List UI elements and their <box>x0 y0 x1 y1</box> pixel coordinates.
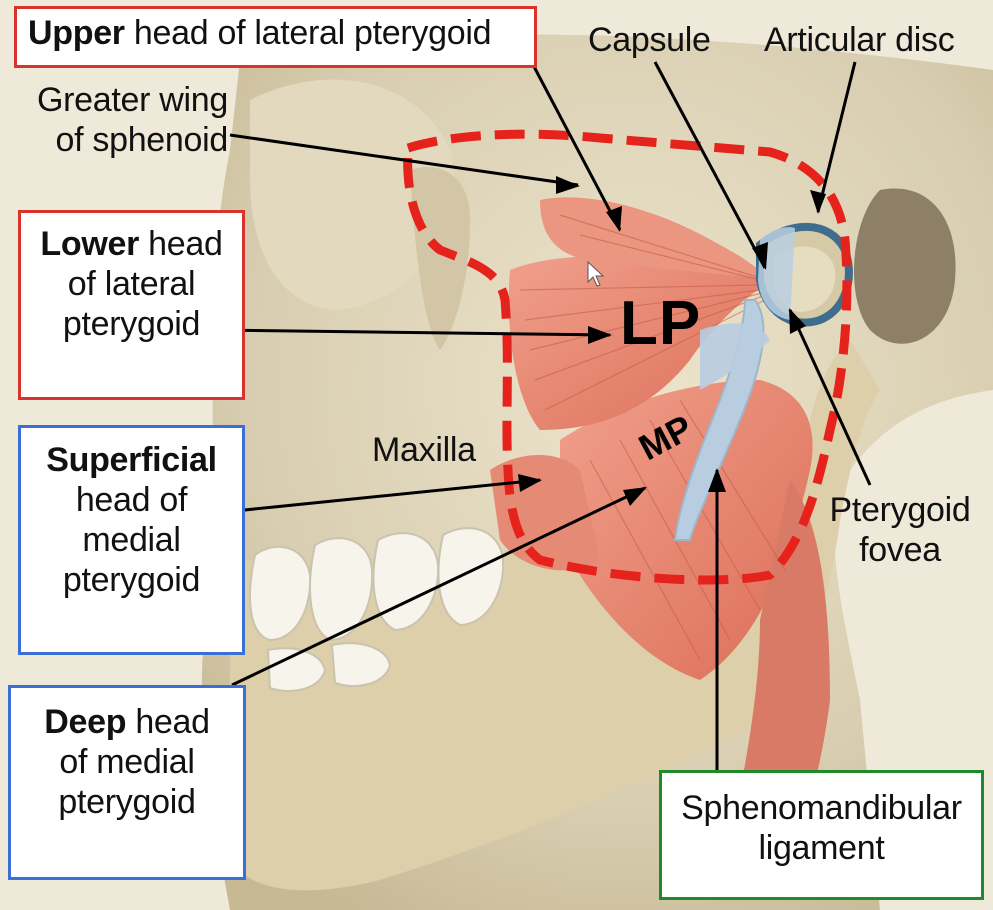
label-sphenomandibular-line1: Sphenomandibular <box>659 788 984 828</box>
label-superficial-medial-bold: Superficial <box>46 441 217 479</box>
label-deep-medial-bold: Deep <box>44 703 126 741</box>
label-lower-lateral-line2: of lateral <box>18 264 245 304</box>
label-upper-lateral-bold: Upper <box>28 14 125 52</box>
label-articular-disc: Articular disc <box>764 20 954 60</box>
ear-canal <box>854 188 956 343</box>
label-superficial-medial-line3: medial <box>18 520 245 560</box>
label-deep-medial: Deep head of medial pterygoid <box>8 702 246 822</box>
label-superficial-medial-line4: pterygoid <box>18 560 245 600</box>
label-deep-medial-line3: pterygoid <box>8 782 246 822</box>
label-sphenomandibular-line2: ligament <box>659 828 984 868</box>
label-superficial-medial-line2: head of <box>18 480 245 520</box>
label-pterygoid-fovea: Pterygoid fovea <box>815 490 985 570</box>
label-lp: LP <box>620 288 701 359</box>
label-lower-lateral-bold: Lower <box>40 225 139 263</box>
label-deep-medial-line2: of medial <box>8 742 246 782</box>
label-lower-lateral: Lower head of lateral pterygoid <box>18 224 245 344</box>
label-deep-medial-rest: head <box>126 703 210 741</box>
label-greater-wing: Greater wing of sphenoid <box>10 80 228 160</box>
label-lower-lateral-line3: pterygoid <box>18 304 245 344</box>
label-maxilla: Maxilla <box>372 430 476 470</box>
label-upper-lateral: Upper head of lateral pterygoid <box>28 13 491 53</box>
label-pterygoid-fovea-line1: Pterygoid <box>815 490 985 530</box>
label-sphenomandibular: Sphenomandibular ligament <box>659 788 984 868</box>
label-greater-wing-line1: Greater wing <box>10 80 228 120</box>
label-upper-lateral-rest: head of lateral pterygoid <box>125 14 491 52</box>
label-superficial-medial: Superficial head of medial pterygoid <box>18 440 245 600</box>
label-capsule: Capsule <box>588 20 711 60</box>
label-lower-lateral-rest: head <box>139 225 223 263</box>
label-greater-wing-line2: of sphenoid <box>10 120 228 160</box>
label-pterygoid-fovea-line2: fovea <box>815 530 985 570</box>
